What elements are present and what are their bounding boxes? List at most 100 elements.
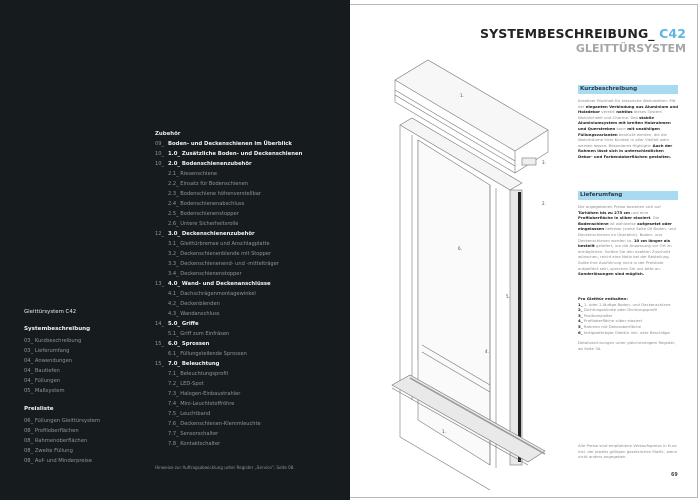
drawing-callout-label: 4. [485,349,489,354]
toc-subentry[interactable]: 6.1_ Füllungsteilende Sprossen [155,349,345,359]
sidebar-item[interactable]: 03_ Kurzbeschreibung [24,338,82,344]
page-number: 69 [671,473,678,478]
toc-entry[interactable]: 12_3.0_ Deckenschienenzubehör [155,229,345,239]
drawing-callout-label: 1. [460,93,464,98]
title-text: SYSTEMBESCHREIBUNG_ [480,26,655,41]
drawing-callout-label: 5. [506,294,510,299]
toc-subentry[interactable]: 3.1_ Gleittürbremse und Anschlagplatte [155,239,345,249]
toc-label: 5.1_ Griff zum Einfräsen [168,331,230,337]
kurz-body: Kreativer Rückhalt für klassische Wohnwe… [578,98,678,159]
toc-subentry[interactable]: 7.7_ Sensorschalter [155,429,345,439]
toc-label: 7.0_ Beleuchtung [168,361,220,367]
drawing-callout-label: 1. [442,429,446,434]
toc-label: 7.6_ Deckenschienen-Klemmleuchte [168,421,261,427]
toc-note: Hinweise zur Auftragsabwicklung unter Re… [155,465,295,470]
toc-label: 3.4_ Deckenschienenstopper [168,271,242,277]
sidebar-title: Gleittürsystem C42 [24,309,77,315]
drawing-callout-label: 6. [458,246,462,251]
toc-subentry[interactable]: 3.2_ Deckenschienenblende mit Stopper [155,249,345,259]
toc-subentry[interactable]: 2.2_ Einsatz für Bodenschienen [155,179,345,189]
positioning-holder [521,157,537,166]
sidebar-item[interactable]: 04_ Bautiefen [24,368,60,374]
toc-entry[interactable]: 10_1.0_ Zusätzliche Boden- und Deckensch… [155,149,345,159]
toc-entry[interactable]: 15_6.0_ Sprossen [155,339,345,349]
kurzbeschreibung-section: Kurzbeschreibung Kreativer Rückhalt für … [578,85,678,160]
detail-note: Detailzeichnungen unter gleichnamigem Re… [578,340,676,351]
toc-subentry[interactable]: 3.3_ Deckenschienenend- und -mittelträge… [155,259,345,269]
toc-label: 2.0_ Bodenschienenzubehör [168,161,252,167]
toc-subentry[interactable]: 4.1_ Dachschrägenmontagewinkel [155,289,345,299]
toc-label: 5.0_ Griffe [168,321,199,327]
toc-page-number: 12_ [155,231,165,237]
page-subtitle: GLEITTÜRSYSTEM [575,42,686,55]
toc-subentry[interactable]: 4.3_ Wandanschluss [155,309,345,319]
sidebar-item[interactable]: 06_ Füllungen Gleittürsystem [24,418,101,424]
contents-item: 2_ Dichtungsbürste oder Dichtungsprofil [578,307,657,313]
toc-label: 2.2_ Einsatz für Bodenschienen [168,181,248,187]
liefer-body: Die angegebenen Preise beziehen sich auf… [578,204,676,277]
ceiling-rail [394,59,549,152]
toc-page-number: 09_ [155,141,165,147]
toc-label: 2.3_ Bodenschiene höhenverstellbar [168,191,261,197]
floor-rail [391,374,546,463]
toc-subentry[interactable]: 2.1_ Riesenschiene [155,169,345,179]
section-heading: Kurzbeschreibung [578,85,678,94]
sidebar-section-heading: Preisliste [24,406,54,412]
dark-index-panel [0,0,350,500]
toc-page-number: 14_ [155,321,165,327]
sidebar-item[interactable]: 08_ Rahmenoberflächen [24,438,88,444]
contents-heading: Pro Gleittür enthalten: [578,296,628,301]
toc-heading: Zubehör [155,131,181,137]
toc-subentry[interactable]: 7.5_ Leuchtband [155,409,345,419]
toc-subentry[interactable]: 2.4_ Bodenschienenabschluss [155,199,345,209]
contents-item: 5_ Rahmen mit Dekoroberfläche [578,323,641,329]
toc-subentry[interactable]: 2.3_ Bodenschiene höhenverstellbar [155,189,345,199]
toc-label: 3.1_ Gleittürbremse und Anschlagplatte [168,241,270,247]
toc-subentry[interactable]: 2.5_ Bodenschienenstopper [155,209,345,219]
toc-label: 7.4_ Mini-Leuchtstoffröhre [168,401,235,407]
toc-subentry[interactable]: 7.6_ Deckenschienen-Klemmleuchte [155,419,345,429]
sidebar-item[interactable]: 03_ Lieferumfang [24,348,70,354]
toc-subentry[interactable]: 2.6_ Untere Sicherheitsrolle [155,219,345,229]
sidebar-item[interactable]: 08_ Zweite Füllung [24,448,73,454]
toc-entry[interactable]: 13_4.0_ Wand- und Deckenanschlüsse [155,279,345,289]
toc-entry[interactable]: 15_7.0_ Beleuchtung [155,359,345,369]
toc-label: 6.1_ Füllungsteilende Sprossen [168,351,247,357]
sidebar-item[interactable]: 05_ Maßsystem [24,388,65,394]
toc-entry[interactable]: 09_Boden- und Deckenschienen im Überblic… [155,139,345,149]
toc-subentry[interactable]: 3.4_ Deckenschienenstopper [155,269,345,279]
toc-entry[interactable]: 10_2.0_ Bodenschienenzubehör [155,159,345,169]
toc-label: 4.3_ Wandanschluss [168,311,220,317]
toc-page-number: 10_ [155,151,165,157]
toc-page-number: 15_ [155,361,165,367]
toc-page-number: 15_ [155,341,165,347]
toc-label: 3.2_ Deckenschienenblende mit Stopper [168,251,272,257]
toc-label: 4.0_ Wand- und Deckenanschlüsse [168,281,271,287]
toc-label: 2.1_ Riesenschiene [168,171,217,177]
toc-label: 7.2_ LED-Spot [168,381,204,387]
toc-page-number: 13_ [155,281,165,287]
toc-subentry[interactable]: 7.2_ LED-Spot [155,379,345,389]
toc-subentry[interactable]: 7.3_ Halogen-Einbaustrahler [155,389,345,399]
toc-subentry[interactable]: 5.1_ Griff zum Einfräsen [155,329,345,339]
toc-label: 7.5_ Leuchtband [168,411,211,417]
contents-item: 3_ Positionshalter [578,312,613,318]
toc-label: 1.0_ Zusätzliche Boden- und Deckenschien… [168,151,303,157]
sidebar-item[interactable]: 04_ Füllungen [24,378,61,384]
drawing-callout-label: 3. [542,160,546,165]
toc-label: 3.0_ Deckenschienenzubehör [168,231,255,237]
toc-subentry[interactable]: 7.4_ Mini-Leuchtstoffröhre [155,399,345,409]
toc-subentry[interactable]: 4.2_ Deckenblenden [155,299,345,309]
contents-list-section: Pro Gleittür enthalten: 1_ 1- oder 2-läu… [578,296,678,351]
toc-subentry[interactable]: 7.1_ Beleuchtungsprofil [155,369,345,379]
sidebar-item[interactable]: 08_ Auf- und Minderpreise [24,458,92,464]
sidebar-item[interactable]: 08_ Profiloberflächen [24,428,79,434]
toc-label: 4.1_ Dachschrägenmontagewinkel [168,291,256,297]
sidebar-item[interactable]: 04_ Anwendungen [24,358,73,364]
toc-label: 2.5_ Bodenschienenstopper [168,211,239,217]
toc-entry[interactable]: 14_5.0_ Griffe [155,319,345,329]
toc-page-number: 10_ [155,161,165,167]
toc-subentry[interactable]: 7.8_ Kontaktschalter [155,439,345,449]
drawing-callout-label: 2. [542,201,546,206]
model-label: C42 [659,26,686,41]
